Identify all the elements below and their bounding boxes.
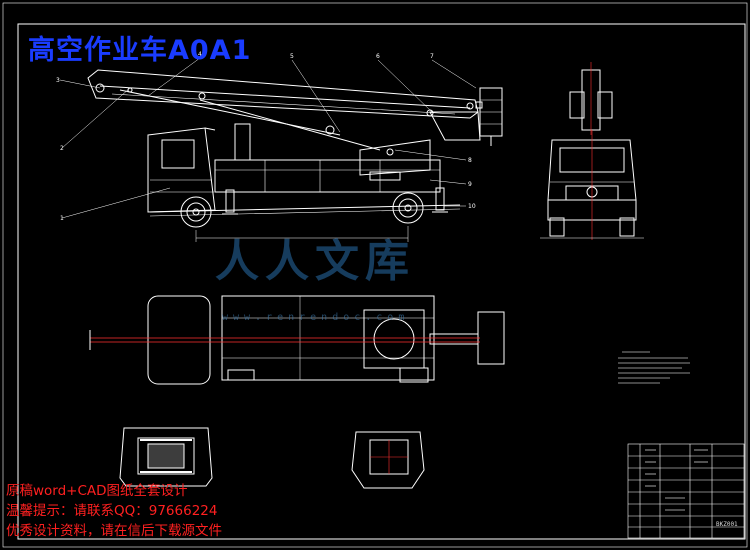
callout-number-7: 7: [430, 53, 434, 60]
drawing-title: 高空作业车A0A1: [28, 35, 252, 66]
title-block: [627, 443, 745, 539]
section-a-a: [119, 427, 213, 487]
watermark-url: www.renrendoc.com: [222, 312, 410, 323]
title-block-text-marks: [645, 449, 708, 511]
promo-line-2: 温馨提示：请联系QQ：97666224: [6, 503, 218, 519]
truck-cab-side: [147, 127, 216, 213]
callout-number-10: 10: [468, 203, 476, 210]
callout-number-8: 8: [468, 157, 472, 164]
title-block-drawing-code: BKZ001: [716, 521, 738, 528]
callout-number-2: 2: [60, 145, 64, 152]
callout-number-9: 9: [468, 181, 472, 188]
promo-line-3: 优秀设计资料，请在信后下载源文件: [6, 523, 222, 539]
watermark-text: 人人文库: [215, 236, 415, 287]
callout-number-5: 5: [290, 53, 294, 60]
callout-numbers: 1 2 3 4 5 6 7 8 9 10: [56, 51, 476, 222]
technical-notes: [618, 351, 690, 384]
section-b-b: [351, 431, 425, 489]
outriggers-side: [222, 187, 448, 215]
promo-line-1: 原稿word+CAD图纸全套设计: [6, 483, 188, 499]
truck-chassis-side: [149, 123, 461, 217]
callout-number-4: 4: [198, 51, 202, 58]
boom-assembly: [87, 69, 481, 156]
truck-wheels-side: [180, 192, 424, 228]
callout-number-3: 3: [56, 77, 60, 84]
plan-view: [89, 295, 505, 385]
front-view: [540, 62, 644, 240]
drawing-frame: [17, 23, 746, 540]
work-platform-basket: [475, 87, 503, 146]
callout-number-6: 6: [376, 53, 380, 60]
side-view-dimensions: [59, 57, 477, 242]
callout-number-1: 1: [60, 215, 64, 222]
